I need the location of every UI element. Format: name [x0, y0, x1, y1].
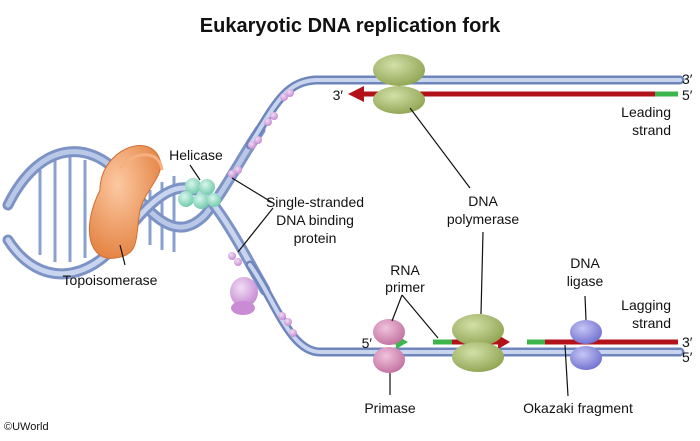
- copyright-notice: ©UWorld: [4, 421, 49, 433]
- helicase-enzyme: [178, 178, 221, 209]
- label-ssb-line1: Single-stranded: [266, 194, 364, 210]
- dna-ligase-enzyme: [570, 320, 602, 370]
- label-lagging-line2: strand: [632, 315, 671, 331]
- end-label-primer-start: 5′: [362, 335, 373, 351]
- dna-polymerase-lagging: [452, 314, 504, 372]
- label-leading-line2: strand: [632, 122, 671, 138]
- topoisomerase-enzyme: [88, 145, 164, 259]
- label-dna-ligase-line2: ligase: [567, 273, 604, 289]
- leading-template-strand: [245, 75, 685, 150]
- lagging-strand-new-dna: [385, 335, 678, 349]
- end-label-top-lower: 5′: [682, 87, 693, 103]
- label-ssb-line2: DNA binding: [276, 212, 354, 228]
- primase-enzyme: [373, 319, 405, 373]
- label-dna-polymerase-line1: DNA: [468, 193, 498, 209]
- label-topoisomerase: Topoisomerase: [63, 272, 158, 288]
- label-ssb-line3: protein: [294, 230, 337, 246]
- dna-polymerase-leading: [373, 54, 425, 114]
- label-dna-ligase-line1: DNA: [570, 255, 600, 271]
- end-label-top-upper: 3′: [682, 71, 693, 87]
- label-okazaki-fragment: Okazaki fragment: [523, 400, 633, 416]
- end-label-bottom-upper: 3′: [682, 334, 693, 350]
- label-rna-primer-line2: primer: [385, 279, 425, 295]
- end-label-leading-tip: 3′: [333, 87, 344, 103]
- parental-double-helix: [2, 124, 271, 296]
- label-dna-polymerase-line2: polymerase: [447, 211, 520, 227]
- label-lagging-line1: Lagging: [621, 297, 671, 313]
- label-leading-line1: Leading: [621, 104, 671, 120]
- label-helicase: Helicase: [169, 147, 223, 163]
- label-primase: Primase: [364, 400, 416, 416]
- diagram-title: Eukaryotic DNA replication fork: [200, 15, 501, 37]
- single-stranded-binding-proteins: [228, 89, 297, 337]
- leader-lines: [119, 107, 587, 397]
- label-rna-primer-line1: RNA: [390, 262, 420, 278]
- end-label-bottom-lower: 5′: [682, 349, 693, 365]
